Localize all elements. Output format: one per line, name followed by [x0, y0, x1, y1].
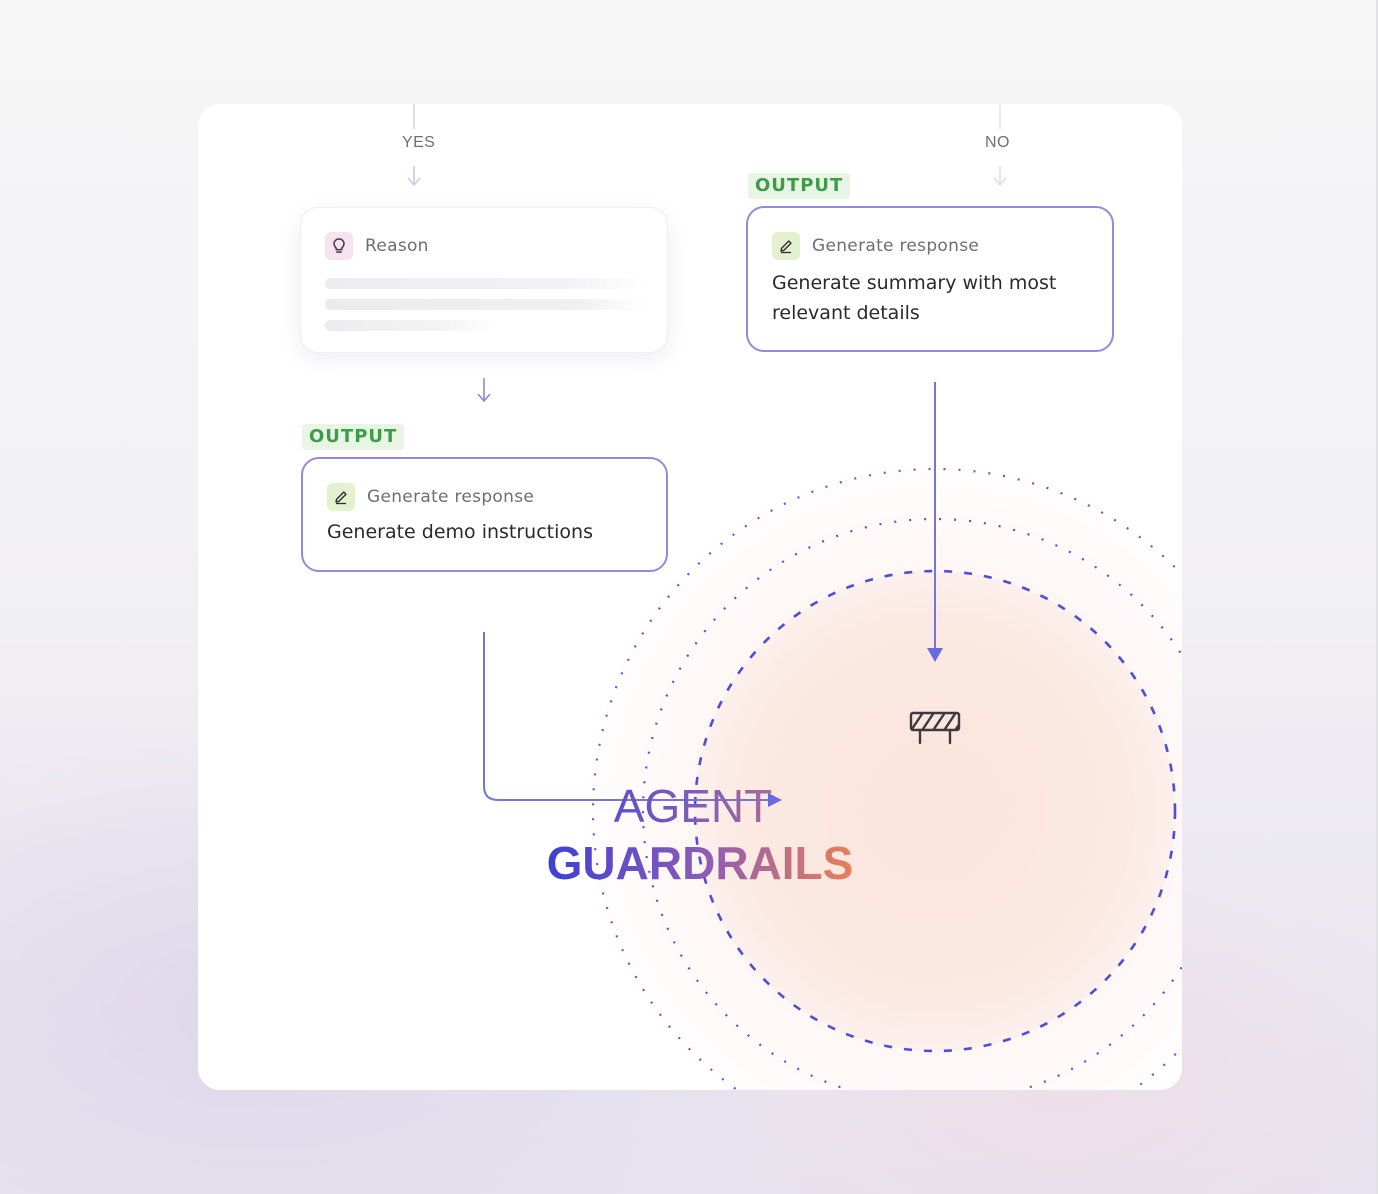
- right-output-tag: OUTPUT: [748, 173, 851, 199]
- pencil-icon: [327, 483, 355, 511]
- middle-dotted-ring: [641, 517, 1182, 1090]
- no-branch-label: NO: [985, 134, 1010, 151]
- left-response-type: Generate response: [367, 487, 535, 507]
- guardrails-core: [695, 571, 1175, 1051]
- yes-branch-label: YES: [402, 134, 436, 151]
- inner-dashed-ring: [693, 569, 1177, 1053]
- right-response-node[interactable]: Generate response Generate summary with …: [746, 206, 1114, 352]
- reason-node[interactable]: Reason: [300, 207, 668, 353]
- guardrails-title-line2: GUARDRAILS: [208, 838, 1182, 888]
- right-response-header: Generate response: [772, 232, 979, 260]
- guardrails-title-line1: AGENT: [201, 781, 1182, 831]
- reason-node-header: Reason: [325, 232, 429, 260]
- right-response-text-line: Generate summary with most: [772, 272, 1057, 294]
- reason-node-type: Reason: [365, 236, 429, 256]
- left-response-header: Generate response: [327, 483, 534, 511]
- guardrails-title-guardrails: GUARDRAILS: [546, 837, 854, 889]
- right-response-text-line: relevant details: [772, 302, 920, 324]
- right-response-type: Generate response: [812, 236, 980, 256]
- right-response-text: Generate summary with most relevant deta…: [772, 268, 1092, 328]
- pencil-icon: [772, 232, 800, 260]
- window-edge: [1376, 0, 1378, 1194]
- reason-placeholder-line: [325, 299, 645, 310]
- lightbulb-icon: [325, 232, 353, 260]
- connector-layer: [407, 104, 1182, 1090]
- left-response-text: Generate demo instructions: [327, 521, 593, 543]
- left-output-tag: OUTPUT: [302, 424, 405, 450]
- barrier-icon: [909, 711, 961, 745]
- left-response-node[interactable]: Generate response Generate demo instruct…: [301, 457, 668, 572]
- workflow-canvas: YES NO Reason OUTPUT Generate: [198, 104, 1182, 1090]
- left-output-connector: [483, 632, 780, 801]
- guardrails-title-agent: AGENT: [613, 780, 773, 832]
- reason-placeholder-line: [325, 320, 495, 331]
- reason-placeholder-line: [325, 278, 645, 289]
